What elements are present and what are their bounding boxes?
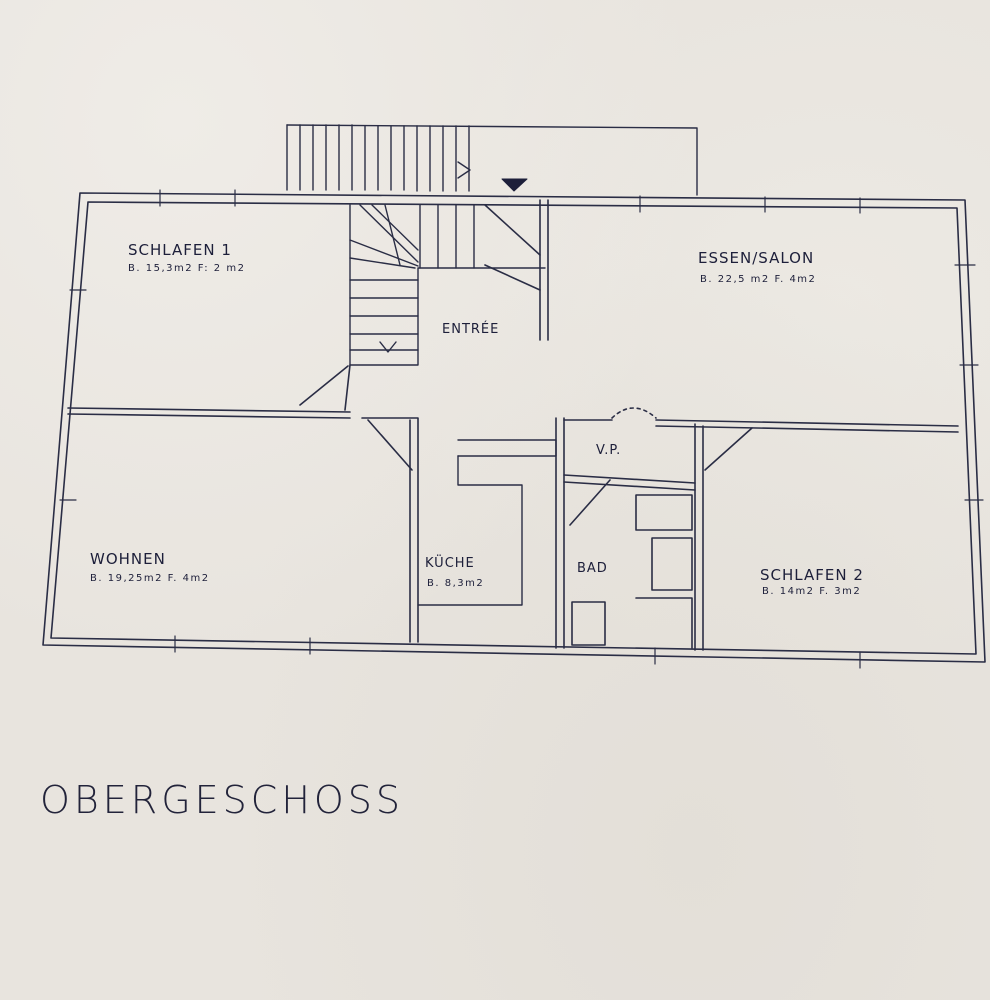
- room-area-wohnen: B. 19,25m2 F. 4m2: [90, 573, 210, 584]
- interior-wall-west: [67, 364, 419, 643]
- room-area-essen-salon: B. 22,5 m2 F. 4m2: [700, 274, 817, 285]
- room-label-schlafen-1: SCHLAFEN 1: [128, 241, 232, 259]
- room-label-entree: ENTRÉE: [442, 322, 500, 337]
- room-label-kueche: KÜCHE: [425, 556, 475, 571]
- exterior-walls: [42, 192, 986, 663]
- room-area-schlafen-1: B. 15,3m2 F: 2 m2: [128, 263, 246, 274]
- interior-staircase: [349, 204, 546, 366]
- bath-block: [555, 407, 959, 651]
- room-label-bad: BAD: [577, 561, 608, 576]
- window-marks: [59, 189, 984, 669]
- exterior-stair: [286, 124, 698, 196]
- entrance-marker-icon: [501, 178, 528, 192]
- room-label-essen-salon: ESSEN/SALON: [698, 249, 815, 267]
- room-area-kueche: B. 8,3m2: [427, 578, 485, 589]
- room-label-schlafen-2: SCHLAFEN 2: [760, 566, 864, 584]
- plan-title: OBERGESCHOSS: [40, 778, 405, 822]
- room-label-wohnen: WOHNEN: [90, 550, 166, 568]
- room-area-schlafen-2: B. 14m2 F. 3m2: [762, 586, 862, 597]
- entree-partition: [484, 199, 549, 341]
- room-label-vp: V.P.: [596, 443, 622, 458]
